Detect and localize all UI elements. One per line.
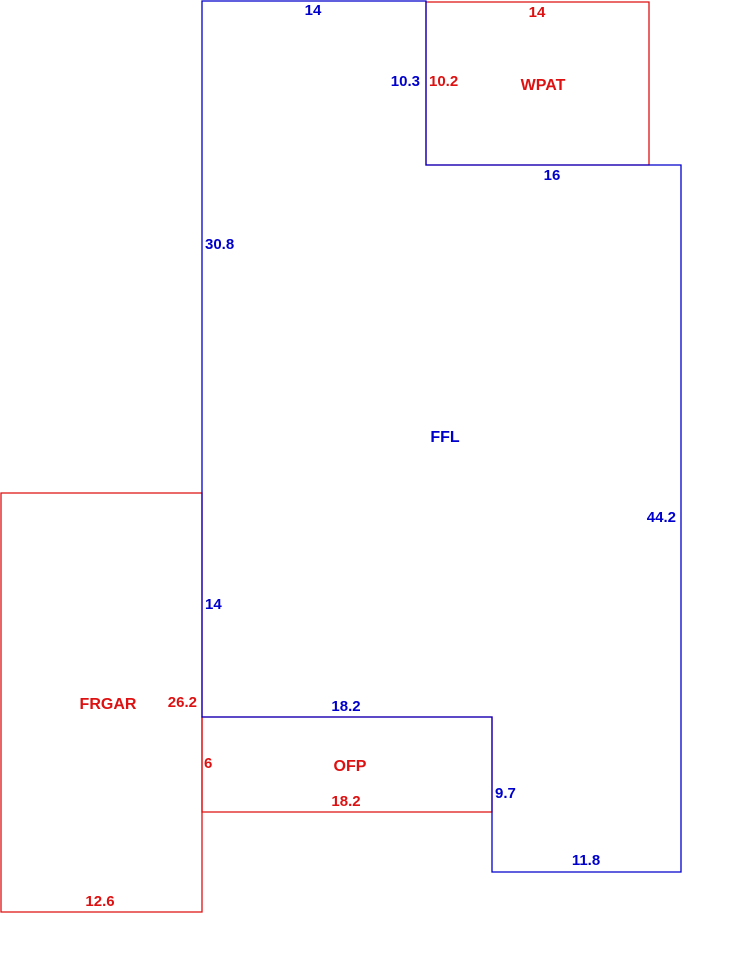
ffl-outline: [201, 0, 682, 873]
frgar-area-label: FRGAR: [80, 696, 137, 713]
ffl-top-dimension: 14: [305, 2, 322, 19]
ffl-ofp-right-dimension: 9.7: [495, 785, 516, 802]
ffl-area-label: FFL: [430, 429, 460, 446]
wpat-area-label: WPAT: [521, 77, 566, 94]
ffl-right-dimension: 44.2: [647, 509, 676, 526]
ofp-area-label: OFP: [334, 758, 367, 775]
wpat-top-dimension: 14: [529, 4, 546, 21]
frgar-bottom-dimension: 12.6: [85, 893, 114, 910]
frgar-outline: [0, 492, 203, 913]
ffl-left-upper-dimension: 30.8: [205, 236, 234, 253]
ffl-bottom-dimension: 11.8: [572, 852, 600, 869]
wpat-left-dimension: 10.2: [429, 73, 458, 90]
ffl-notch-top-dimension: 16: [544, 167, 561, 184]
frgar-right-dimension: 26.2: [168, 694, 197, 711]
ffl-left-lower-dimension: 14: [205, 596, 222, 613]
ofp-bottom-dimension: 18.2: [331, 793, 360, 810]
ffl-notch-left-dimension: 10.3: [391, 73, 420, 90]
ofp-left-dimension: 6: [204, 755, 212, 772]
ffl-ofp-top-dimension: 18.2: [331, 698, 360, 715]
